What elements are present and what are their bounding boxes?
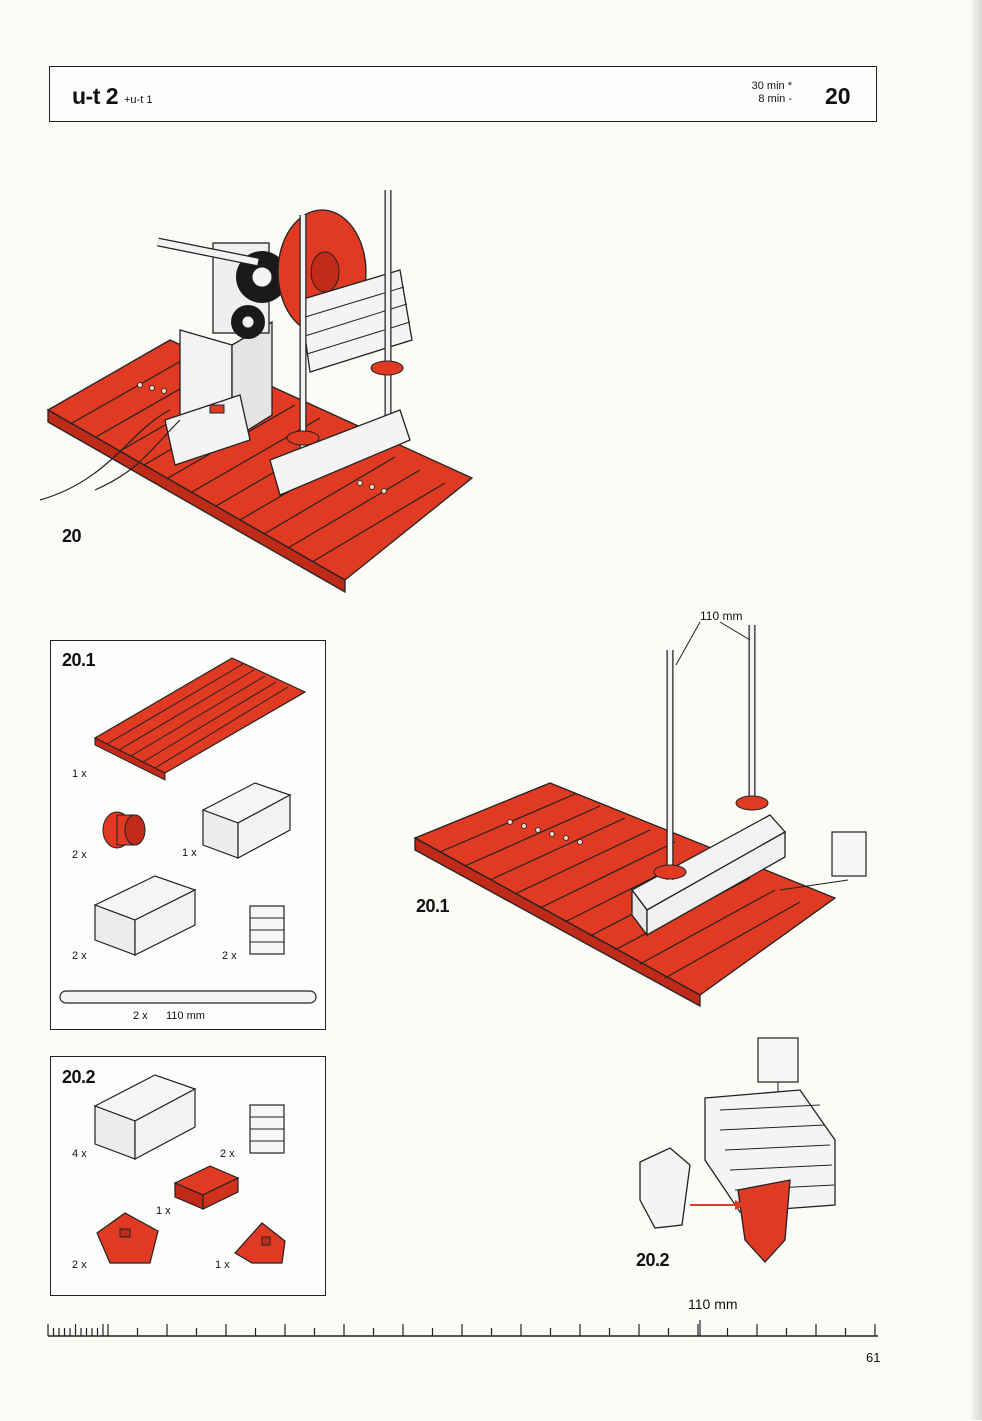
step-20-2-label: 20.2 — [636, 1250, 670, 1270]
ruler-label: 110 mm — [688, 1296, 738, 1312]
page-edge-shadow — [972, 0, 982, 1420]
series-title: u-t 2 — [72, 83, 119, 109]
series-subtitle: +u-t 1 — [124, 94, 153, 106]
qty-block-30: 1 x — [182, 847, 197, 859]
build-time-1: 30 min * — [751, 80, 792, 92]
qty-baseplate: 1 x — [72, 768, 87, 780]
qty-connector-2: 2 x — [220, 1148, 235, 1160]
qty-axle: 2 x — [133, 1010, 148, 1022]
build-time-2: 8 min - — [758, 93, 792, 105]
page-number: 61 — [866, 1350, 881, 1365]
parts-box-20-2-title: 20.2 — [62, 1067, 96, 1087]
step-20-1-label: 20.1 — [416, 896, 450, 916]
qty-red-wedge-small: 1 x — [215, 1259, 230, 1271]
dimension-label-step-20-1: 110 mm — [700, 609, 743, 623]
step-header: u-t 2 +u-t 1 30 min * 8 min - 20 — [49, 66, 877, 122]
qty-block-45: 2 x — [72, 950, 87, 962]
qty-hub: 2 x — [72, 849, 87, 861]
main-figure-label: 20 — [62, 526, 82, 546]
axle-length: 110 mm — [166, 1010, 205, 1022]
parts-box-20-1-title: 20.1 — [62, 650, 96, 670]
qty-red-block: 1 x — [156, 1205, 171, 1217]
qty-connector: 2 x — [222, 950, 237, 962]
step-number: 20 — [825, 83, 851, 109]
qty-block-45-2: 4 x — [72, 1148, 87, 1160]
build-times: 30 min * 8 min - — [700, 80, 792, 106]
qty-red-wedge-big: 2 x — [72, 1259, 87, 1271]
